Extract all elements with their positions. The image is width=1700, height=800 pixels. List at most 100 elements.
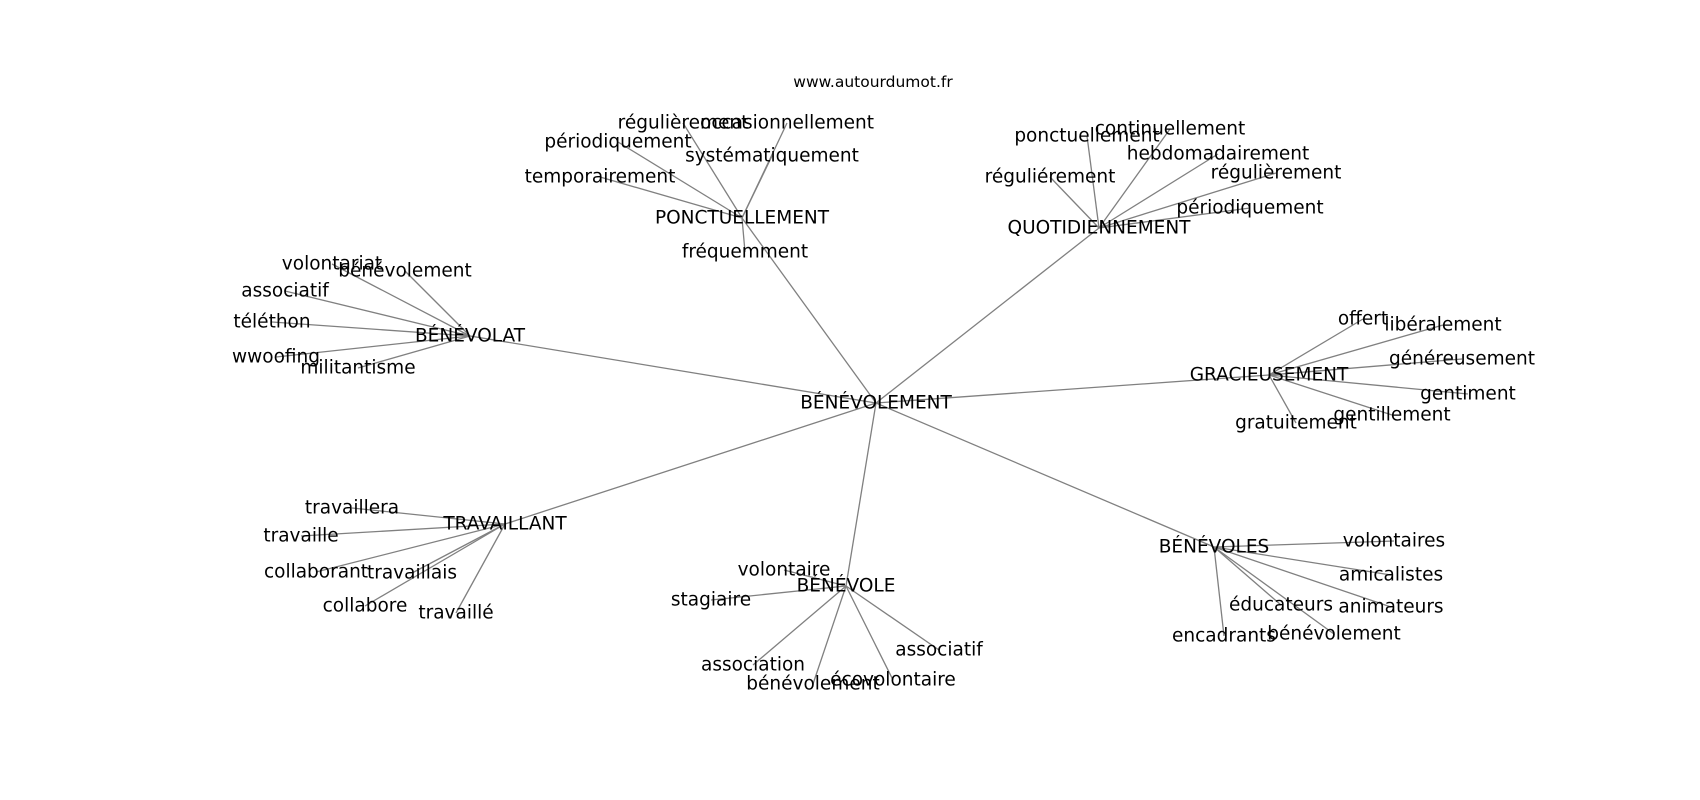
edge-travaillant-collabore (364, 523, 506, 607)
edge-quotidiennement-regulierement (1098, 172, 1277, 229)
leaf-node-gracieusement-offert[interactable]: offert (1338, 309, 1388, 330)
hub-node-benevolat[interactable]: BÉNÉVOLAT (415, 325, 526, 347)
leaf-node-quotidiennement-ponctuellement[interactable]: ponctuellement (1014, 126, 1159, 147)
edge-gracieusement-liberalement (1268, 324, 1444, 376)
hub-node-quotidiennement[interactable]: QUOTIDIENNEMENT (1008, 218, 1192, 239)
edge-benevolat-militantisme (357, 335, 471, 369)
leaf-node-benevolat-associatif[interactable]: associatif (241, 281, 329, 302)
edge-center-quotidiennement (875, 227, 1100, 404)
leaf-node-benevolat-telethon[interactable]: téléthon (233, 312, 310, 333)
leaf-node-benevolat-militantisme[interactable]: militantisme (300, 358, 415, 379)
edge-benevolat-associatif (284, 290, 471, 337)
leaf-node-quotidiennement-hebdomadairement[interactable]: hebdomadairement (1127, 144, 1309, 165)
leaf-node-benevole-association[interactable]: association (701, 655, 805, 676)
edge-benevole-associatif (845, 585, 940, 651)
leaf-node-benevolat-volontariat[interactable]: volontariat (282, 254, 382, 275)
leaf-node-gracieusement-genereusement[interactable]: généreusement (1389, 349, 1535, 370)
leaf-node-benevole-stagiaire[interactable]: stagiaire (671, 590, 751, 611)
edge-center-benevolat (469, 335, 877, 404)
edge-benevoles-benevolement (1213, 546, 1335, 635)
edges-layer (271, 122, 1469, 685)
edge-benevole-association (752, 585, 847, 666)
edge-gracieusement-offert (1268, 318, 1364, 376)
edge-benevole-stagiaire (710, 585, 847, 601)
edge-benevolat-volontariat (331, 263, 471, 337)
edge-quotidiennement-hebdomadairement (1098, 153, 1219, 229)
edge-center-benevole (845, 402, 877, 587)
hub-node-ponctuellement[interactable]: PONCTUELLEMENT (655, 208, 830, 229)
leaf-node-travaillant-collabore[interactable]: collabore (323, 596, 408, 617)
edge-quotidiennement-ponctuellement (1086, 135, 1100, 229)
edge-quotidiennement-periodiquement (1098, 207, 1251, 229)
edge-travaillant-collaborant (315, 523, 506, 573)
edge-ponctuellement-systematiquement (741, 155, 773, 219)
leaf-node-travaillant-travaille[interactable]: travaille (263, 526, 338, 547)
edge-travaillant-travaillais (411, 523, 506, 574)
leaf-node-benevole-ecovolontaire[interactable]: écovolontaire (830, 670, 956, 691)
edge-travaillant-travaille (455, 523, 506, 614)
edge-center-gracieusement (875, 374, 1270, 404)
leaf-node-ponctuellement-occasionnellement[interactable]: occasionnellement (700, 113, 874, 134)
edge-ponctuellement-regulierement (682, 122, 743, 219)
leaf-node-quotidiennement-periodiquement[interactable]: périodiquement (1176, 198, 1323, 219)
leaf-node-benevoles-educateurs[interactable]: éducateurs (1229, 595, 1333, 616)
leaf-node-benevole-volontaire[interactable]: volontaire (738, 560, 831, 581)
edge-benevoles-educateurs (1213, 546, 1282, 606)
edge-gracieusement-gentiment (1268, 374, 1469, 395)
leaf-node-gracieusement-gentiment[interactable]: gentiment (1420, 384, 1516, 405)
leaf-node-ponctuellement-frequemment[interactable]: fréquemment (682, 242, 808, 263)
leaf-node-travaillant-travaille[interactable]: travaillé (418, 603, 493, 624)
leaf-node-ponctuellement-periodiquement[interactable]: périodiquement (544, 132, 691, 153)
leaf-node-benevolat-benevolement[interactable]: bénévolement (338, 261, 471, 282)
edge-benevoles-amicalistes (1213, 546, 1392, 576)
leaf-node-benevolat-wwoofing[interactable]: wwoofing (232, 347, 320, 368)
leaf-node-benevoles-animateurs[interactable]: animateurs (1338, 597, 1443, 618)
edge-quotidiennement-continuellement (1098, 128, 1171, 229)
edge-benevolat-benevolement (404, 270, 471, 337)
edge-benevolat-telethon (271, 321, 471, 337)
leaf-node-gracieusement-gentillement[interactable]: gentillement (1333, 405, 1450, 426)
edge-ponctuellement-frequemment (741, 217, 746, 253)
leaf-node-gracieusement-gratuitement[interactable]: gratuitement (1235, 413, 1357, 434)
leaf-node-quotidiennement-continuellement[interactable]: continuellement (1095, 119, 1245, 140)
hub-node-benevoles[interactable]: BÉNÉVOLES (1159, 536, 1270, 558)
center-node-label[interactable]: BÉNÉVOLEMENT (800, 392, 952, 414)
leaf-node-benevoles-encadrants[interactable]: encadrants (1172, 626, 1276, 647)
leaf-node-benevoles-amicalistes[interactable]: amicalistes (1339, 565, 1443, 586)
leaf-node-ponctuellement-regulierement[interactable]: régulièrement (618, 113, 749, 134)
leaf-node-travaillant-travaillais[interactable]: travaillais (367, 563, 457, 584)
edge-ponctuellement-periodiquement (617, 141, 743, 219)
leaf-node-travaillant-travaillera[interactable]: travaillera (305, 498, 399, 519)
edge-ponctuellement-temporairement (599, 176, 743, 219)
hub-node-benevole[interactable]: BÉNÉVOLE (797, 575, 896, 597)
edge-gracieusement-gratuitement (1268, 374, 1297, 424)
leaf-node-benevole-benevolement[interactable]: bénévolement (746, 674, 879, 695)
leaf-node-benevoles-benevolement[interactable]: bénévolement (1267, 624, 1400, 645)
labels-layer: BÉNÉVOLEMENTPONCTUELLEMENTrégulièremento… (232, 113, 1535, 695)
edge-gracieusement-gentillement (1268, 374, 1393, 416)
leaf-node-benevole-associatif[interactable]: associatif (895, 640, 983, 661)
site-url[interactable]: www.autourdumot.fr (793, 73, 953, 91)
edge-benevole-ecovolontaire (845, 585, 894, 681)
leaf-node-quotidiennement-regulierement[interactable]: régulièrement (1211, 163, 1342, 184)
edge-center-ponctuellement (741, 217, 877, 404)
leaf-node-ponctuellement-systematiquement[interactable]: systématiquement (685, 146, 859, 167)
edge-travaillant-travaillera (351, 507, 506, 525)
edge-benevoles-animateurs (1213, 546, 1392, 608)
leaf-node-quotidiennement-regulierement[interactable]: réguliérement (985, 167, 1116, 188)
hub-node-travaillant[interactable]: TRAVAILLANT (442, 514, 567, 535)
edge-quotidiennement-regulierement (1049, 176, 1100, 229)
edge-benevoles-encadrants (1213, 546, 1225, 637)
leaf-node-ponctuellement-temporairement[interactable]: temporairement (525, 167, 676, 188)
edge-center-travaillant (504, 402, 877, 525)
hub-node-gracieusement[interactable]: GRACIEUSEMENT (1190, 365, 1349, 386)
leaf-node-gracieusement-liberalement[interactable]: libéralement (1384, 315, 1501, 336)
leaf-node-benevoles-volontaires[interactable]: volontaires (1343, 531, 1445, 552)
edge-benevole-benevolement (812, 585, 847, 685)
edge-center-benevoles (875, 402, 1215, 548)
leaf-node-travaillant-collaborant[interactable]: collaborant (264, 562, 368, 583)
edge-gracieusement-genereusement (1268, 358, 1463, 376)
edge-benevole-volontaire (783, 569, 847, 587)
